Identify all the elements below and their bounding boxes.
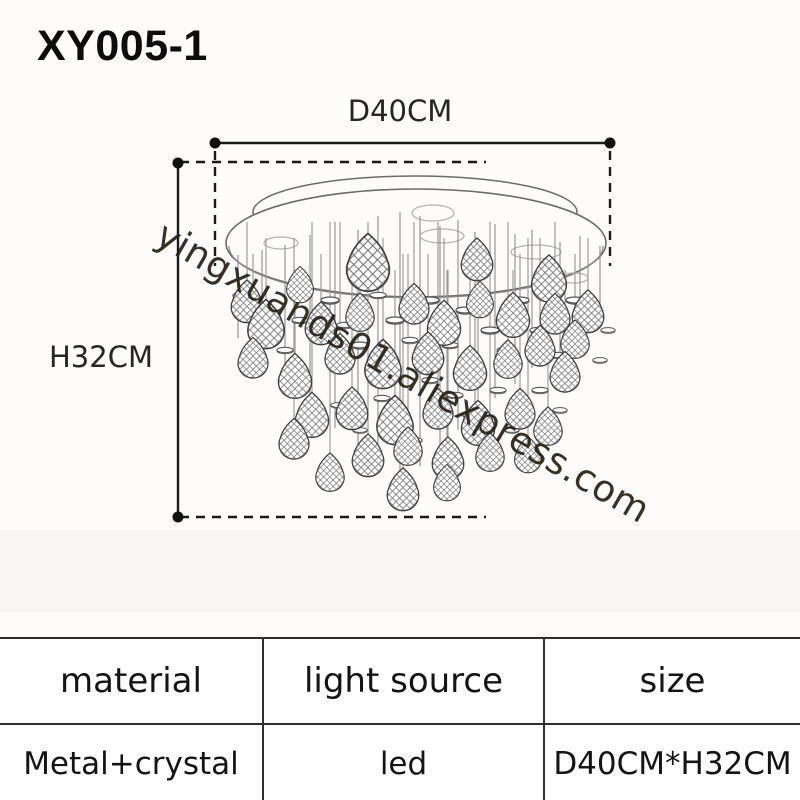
- bead-disc: [489, 386, 507, 395]
- crystal-ball: [277, 352, 313, 400]
- spec-table: material light source size Metal+crystal…: [0, 637, 800, 800]
- bead-disc: [480, 326, 500, 335]
- plate-surface-holes: [263, 204, 589, 284]
- chandelier-drawing: [225, 175, 616, 512]
- bead-disc: [592, 357, 608, 364]
- spec-table-value-row: Metal+crystal led D40CM*H32CM: [0, 725, 800, 800]
- crystal-ball: [315, 452, 345, 493]
- crystal-ball: [351, 433, 385, 478]
- bead-disc: [373, 394, 391, 403]
- height-label: H32CM: [49, 340, 153, 374]
- drawing-background: [0, 0, 800, 637]
- background-tint-band: [0, 530, 800, 612]
- dimension-end-dots: [172, 137, 616, 523]
- product-code: XY005-1: [37, 22, 208, 70]
- crystal-ball: [386, 467, 420, 512]
- crystal-cluster: [230, 212, 616, 512]
- header-size: size: [543, 639, 800, 723]
- value-light-source: led: [262, 725, 543, 800]
- crystal-ball: [335, 386, 369, 431]
- dimension-annotations: [172, 137, 616, 523]
- header-light-source: light source: [262, 639, 543, 723]
- bead-disc: [276, 346, 294, 355]
- spec-table-header-row: material light source size: [0, 639, 800, 725]
- value-material: Metal+crystal: [23, 745, 239, 782]
- value-size: D40CM*H32CM: [543, 725, 800, 800]
- header-material: material: [60, 661, 202, 701]
- bead-disc: [369, 291, 387, 300]
- diameter-label: D40CM: [347, 94, 453, 128]
- bead-disc: [401, 336, 419, 345]
- bead-disc: [600, 327, 616, 334]
- crystal-ball: [493, 339, 523, 380]
- bead-disc: [552, 407, 568, 414]
- chandelier-dimension-diagram: [172, 137, 616, 523]
- bead-disc: [531, 386, 549, 395]
